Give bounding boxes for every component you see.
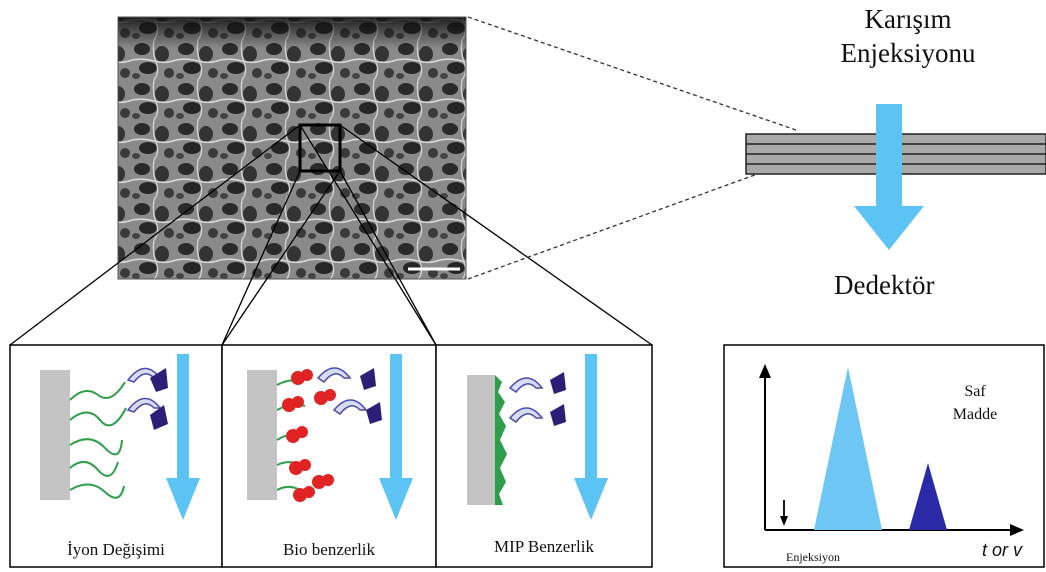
impurity-peak	[814, 367, 882, 530]
curved-arrows	[508, 377, 544, 424]
pure-substance-label: Saf Madde	[940, 380, 1010, 426]
chromatogram	[723, 344, 1045, 568]
injection-label: Karışım Enjeksiyonu	[828, 2, 988, 70]
panel-bio-affinity	[247, 354, 413, 520]
caption-bio-affinity: Bio benzerlik	[282, 540, 376, 559]
caption-mip-affinity: MIP Benzerlik	[494, 537, 594, 556]
zoom-box	[298, 123, 342, 173]
panel-mip-affinity	[467, 354, 608, 520]
analyte-molecules	[550, 372, 566, 426]
y-axis-arrowhead	[759, 364, 771, 378]
pure-substance-label-line2: Madde	[952, 406, 998, 423]
stationary-surface	[247, 370, 277, 500]
stationary-surface	[467, 375, 495, 505]
zoom-lines	[9, 124, 653, 346]
flow-arrow	[574, 354, 608, 520]
protein-ligands	[282, 369, 336, 502]
panel-ion-exchange	[40, 354, 200, 520]
imprinted-polymer-layer	[495, 375, 507, 505]
x-start-label: Enjeksiyon	[786, 550, 840, 564]
polymer-chains	[69, 381, 127, 499]
injection-marker-head	[780, 516, 788, 526]
dashed-connectors	[467, 16, 797, 280]
flow-down-arrow	[854, 104, 924, 250]
injection-label-line2: Enjeksiyonu	[840, 38, 976, 68]
injection-label-line1: Karışım	[864, 4, 952, 34]
x-axis-arrowhead	[1010, 524, 1024, 536]
analyte-molecules	[150, 368, 168, 430]
sem-micrograph	[117, 16, 467, 280]
flow-arrow	[379, 354, 413, 520]
detector-label: Dedektör	[834, 270, 935, 300]
pure-substance-label-line1: Saf	[964, 383, 986, 400]
analyte-molecules	[360, 368, 382, 424]
flow-arrow	[166, 354, 200, 520]
pure-substance-peak	[909, 463, 947, 530]
curved-arrows	[316, 367, 368, 416]
caption-ion-exchange: İyon Değişimi	[67, 540, 165, 559]
stationary-surface	[40, 370, 70, 500]
x-axis-label: t or v	[982, 540, 1023, 560]
